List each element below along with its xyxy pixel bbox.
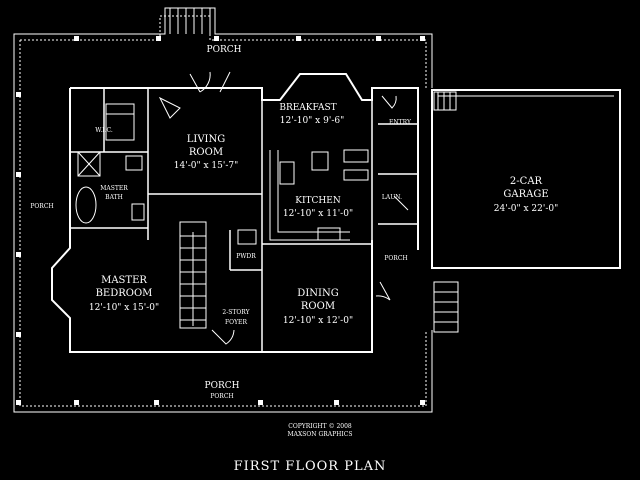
living-room-label: LIVING — [187, 134, 226, 145]
garage-steps — [433, 91, 459, 333]
kitchen-size: 12'-10" x 11'-0" — [283, 209, 353, 219]
interior-walls — [70, 88, 418, 352]
porch-posts — [16, 36, 425, 405]
wic-label: W.I.C. — [95, 127, 113, 134]
master-bath-label-2: BATH — [105, 194, 123, 201]
master-bath-label: MASTER — [100, 185, 128, 192]
master-bedroom-label: MASTER — [101, 275, 147, 286]
laun-label: LAUN. — [382, 194, 402, 201]
living-room-label-2: ROOM — [189, 147, 223, 158]
master-bedroom-label-2: BEDROOM — [96, 288, 153, 299]
breakfast-size: 12'-10" x 9'-6" — [280, 116, 344, 126]
bath-fixtures — [75, 103, 257, 245]
foyer-label: 2-STORY — [222, 309, 250, 316]
dining-room-label-2: ROOM — [301, 301, 335, 312]
porch-bottom-small-label: PORCH — [210, 393, 233, 400]
breakfast-label: BREAKFAST — [279, 103, 336, 113]
garage-label: 2-CAR — [510, 176, 543, 187]
stairs — [179, 221, 207, 329]
garage-size: 24'-0" x 22'-0" — [494, 204, 558, 214]
pwdr-label: PWDR — [236, 253, 256, 260]
copyright-line-1: COPYRIGHT © 2008 — [288, 423, 352, 430]
dining-room-size: 12'-10" x 12'-0" — [283, 316, 353, 326]
porch-side-label: PORCH — [384, 255, 407, 262]
dining-room-label: DINING — [297, 288, 338, 299]
porch-bottom-label: PORCH — [205, 381, 240, 391]
door-swings — [158, 71, 409, 345]
living-room-size: 14'-0" x 15'-7" — [174, 161, 238, 171]
porch-top-label: PORCH — [207, 45, 242, 55]
master-bedroom-size: 12'-10" x 15'-0" — [89, 303, 159, 313]
garage-label-2: GARAGE — [503, 189, 548, 200]
foyer-label-2: FOYER — [225, 319, 247, 326]
entry-label: ENTRY — [389, 119, 412, 126]
kitchen-label: KITCHEN — [295, 196, 341, 206]
porch-left-label: PORCH — [30, 203, 53, 210]
top-steps — [169, 8, 211, 34]
plan-title: FIRST FLOOR PLAN — [234, 459, 387, 474]
kitchen-fixtures — [269, 149, 369, 241]
garage — [431, 89, 621, 269]
copyright-line-2: MAXSON GRAPHICS — [288, 431, 353, 438]
